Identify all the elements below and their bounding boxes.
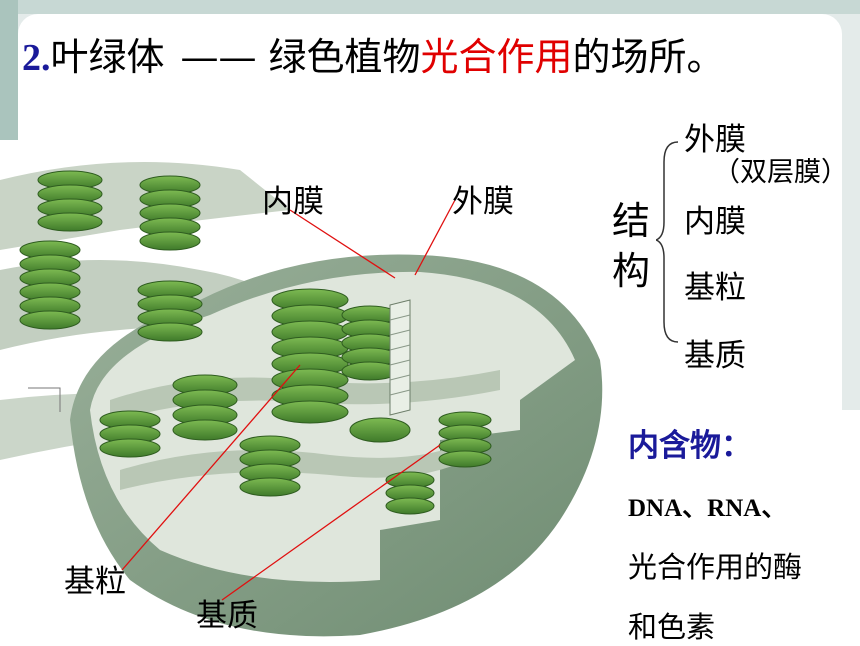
structure-item-grana: 基粒 [684, 270, 746, 306]
structure-heading: 结 构 [612, 196, 652, 296]
title-text-before: 绿色植物 [268, 35, 421, 79]
structure-item-outer-membrane: 外膜 [684, 122, 746, 158]
structure-heading-line2: 构 [612, 249, 651, 293]
structure-brace [656, 141, 679, 343]
contents-box [612, 410, 860, 645]
contents-line-pigments: 和色素 [628, 610, 716, 644]
title-dash: —— [180, 35, 257, 79]
chloroplast-illustration [0, 140, 612, 645]
contents-line-nucleic-acids: DNA、RNA、 [628, 495, 787, 522]
contents-line-enzymes: 光合作用的酶 [628, 550, 803, 584]
contents-heading: 内含物： [628, 428, 752, 464]
title-highlight: 光合作用 [420, 35, 573, 79]
title-text-after: 的场所。 [572, 35, 725, 79]
structure-item-stroma: 基质 [684, 338, 746, 374]
label-grana: 基粒 [64, 564, 126, 600]
structure-heading-line1: 结 [612, 199, 651, 243]
structure-outer-note: （双层膜） [713, 157, 848, 188]
title-subject: 叶绿体 [50, 35, 165, 79]
label-stroma: 基质 [196, 598, 258, 634]
slide-top-band [0, 0, 860, 14]
label-inner-membrane: 内膜 [262, 184, 324, 220]
structure-item-inner-membrane: 内膜 [684, 204, 746, 240]
title-number: 2. [22, 37, 51, 79]
slide-title: 2.叶绿体 ——绿色植物光合作用的场所。 [22, 26, 725, 81]
label-outer-membrane: 外膜 [452, 184, 514, 220]
